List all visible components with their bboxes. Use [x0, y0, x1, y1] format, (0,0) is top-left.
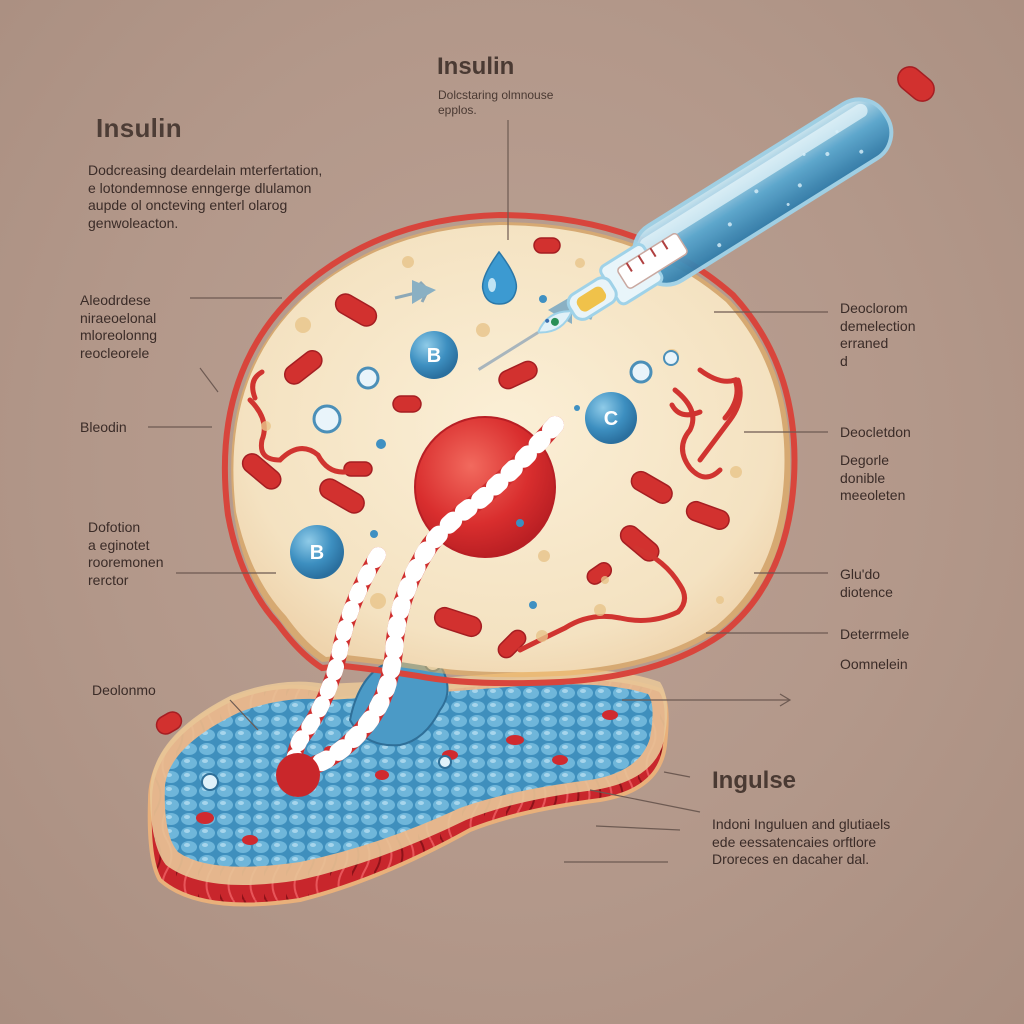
right-label-3: Degorle donible meeoleten	[840, 452, 906, 503]
red-blood-cells	[155, 66, 935, 735]
right-label-2: Deocletdon	[840, 424, 911, 440]
top-description: Dolcstaring olmnouse epplos.	[438, 88, 554, 117]
molecule-c-right	[585, 392, 637, 444]
filaments	[247, 367, 743, 653]
receptor-strand	[276, 416, 564, 797]
right-label-1: Deoclorom demelection erraned d	[840, 300, 916, 369]
molecule-b-left	[290, 525, 344, 579]
left-description: Dodcreasing deardelain mterfertation, e …	[88, 162, 323, 231]
right-label-6: Oomnelein	[840, 656, 908, 672]
insulin-droplet-icon	[481, 250, 518, 305]
top-title: Insulin	[437, 53, 515, 80]
right-label-4: Glu'do diotence	[840, 566, 893, 600]
left-label-2: Bleodin	[80, 419, 127, 435]
molecule-b-top	[410, 331, 458, 379]
bottom-description: Indoni Inguluen and glutiaels ede eessat…	[712, 816, 891, 867]
left-label-3: Dofotion a eginotet rooremonen rerctor	[88, 519, 164, 588]
ring-cells	[312, 350, 679, 434]
badge-b-top: B	[427, 345, 441, 367]
arrow-right-icon	[394, 280, 436, 304]
leader-lines	[148, 120, 828, 863]
left-label-4: Deolonmo	[92, 682, 156, 698]
tissue-base	[147, 654, 669, 907]
left-label-1: Aleodrdese niraeoelonal mloreolonng reoc…	[80, 292, 158, 361]
badge-b-left: B	[310, 542, 324, 564]
blue-dots	[370, 295, 580, 609]
right-label-5: Deterrmele	[840, 626, 910, 642]
left-title: Insulin	[96, 113, 182, 143]
badge-c-right: C	[604, 408, 618, 430]
syringe-icon	[477, 97, 894, 371]
bottom-title: Ingulse	[712, 767, 797, 794]
